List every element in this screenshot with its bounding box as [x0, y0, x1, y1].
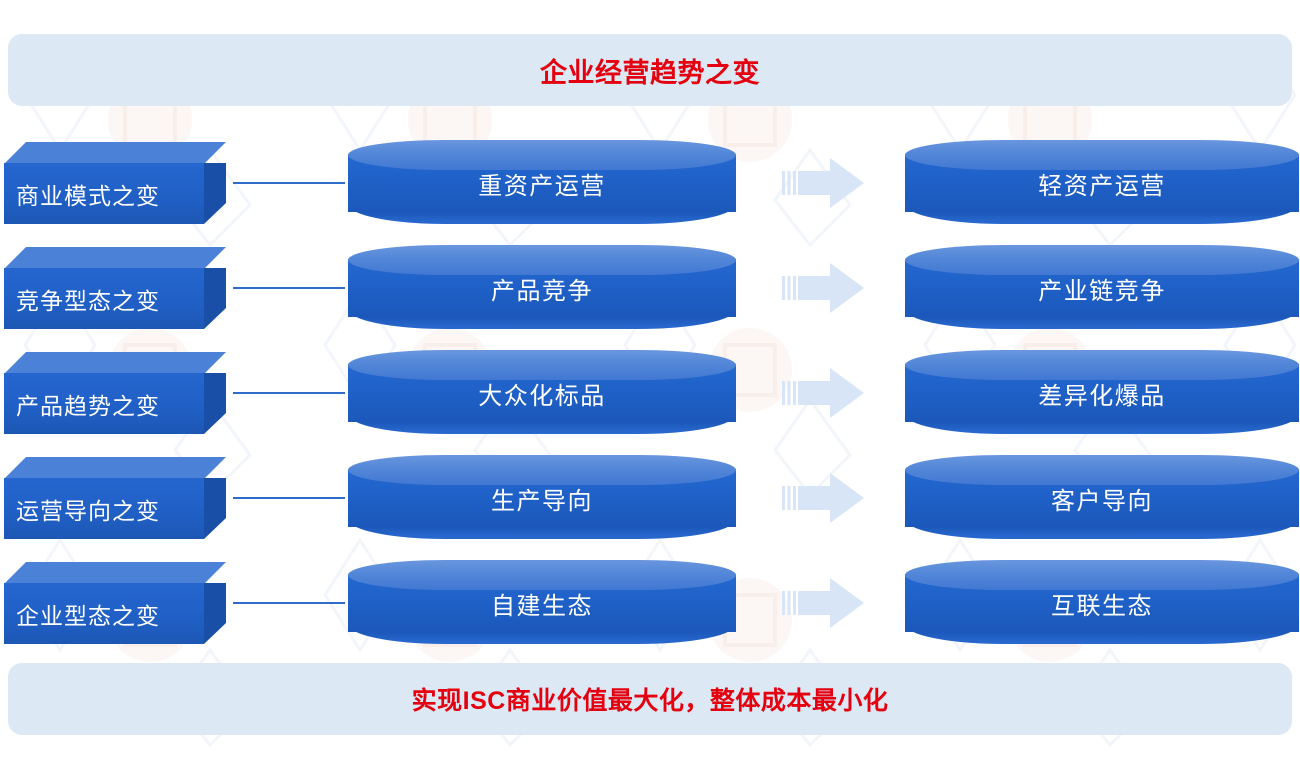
category-label: 运营导向之变	[16, 497, 160, 524]
to-state-cylinder[interactable]: 客户导向	[905, 455, 1299, 541]
diagram-row: 竞争型态之变 产品竞争 产业链竞争	[0, 235, 1300, 340]
category-label: 商业模式之变	[16, 182, 160, 209]
box-front-face: 企业型态之变	[4, 583, 204, 644]
category-label: 企业型态之变	[16, 602, 160, 629]
category-label: 竞争型态之变	[16, 287, 160, 314]
from-state-cylinder[interactable]: 生产导向	[348, 455, 736, 541]
from-state-cylinder[interactable]: 大众化标品	[348, 350, 736, 436]
to-state-label: 互联生态	[1051, 592, 1153, 620]
header-banner: 企业经营趋势之变	[8, 34, 1292, 106]
to-state-cylinder[interactable]: 轻资产运营	[905, 140, 1299, 226]
to-state-label: 差异化爆品	[1038, 382, 1166, 410]
to-state-label: 轻资产运营	[1038, 172, 1166, 200]
box-top-face	[4, 247, 226, 269]
category-box[interactable]: 竞争型态之变	[4, 247, 226, 329]
to-state-cylinder[interactable]: 差异化爆品	[905, 350, 1299, 436]
box-top-face	[4, 142, 226, 164]
box-side-face	[204, 163, 226, 224]
category-box[interactable]: 企业型态之变	[4, 562, 226, 644]
to-state-label: 产业链竞争	[1038, 277, 1166, 305]
category-label: 产品趋势之变	[16, 392, 160, 419]
box-front-face: 竞争型态之变	[4, 268, 204, 329]
diagram-row: 企业型态之变 自建生态 互联生态	[0, 550, 1300, 655]
connector-line	[233, 182, 345, 184]
right-arrow-icon	[782, 158, 864, 208]
from-state-label: 自建生态	[491, 592, 593, 620]
connector-line	[233, 602, 345, 604]
to-state-cylinder[interactable]: 互联生态	[905, 560, 1299, 646]
to-state-cylinder[interactable]: 产业链竞争	[905, 245, 1299, 331]
box-side-face	[204, 268, 226, 329]
connector-line	[233, 497, 345, 499]
page-title: 企业经营趋势之变	[540, 57, 760, 88]
footer-banner: 实现ISC商业价值最大化，整体成本最小化	[8, 663, 1292, 735]
from-state-cylinder[interactable]: 自建生态	[348, 560, 736, 646]
box-front-face: 产品趋势之变	[4, 373, 204, 434]
box-top-face	[4, 352, 226, 374]
transition-arrow	[782, 471, 866, 525]
transition-arrow	[782, 156, 866, 210]
from-state-cylinder[interactable]: 产品竞争	[348, 245, 736, 331]
footer-title: 实现ISC商业价值最大化，整体成本最小化	[411, 687, 889, 715]
diagram-row: 运营导向之变 生产导向 客户导向	[0, 445, 1300, 550]
diagram-row: 商业模式之变 重资产运营 轻资产运营	[0, 130, 1300, 235]
transition-arrow	[782, 576, 866, 630]
from-state-label: 生产导向	[491, 487, 593, 515]
from-state-label: 重资产运营	[478, 172, 606, 200]
box-front-face: 商业模式之变	[4, 163, 204, 224]
from-state-label: 产品竞争	[491, 277, 593, 305]
from-state-cylinder[interactable]: 重资产运营	[348, 140, 736, 226]
connector-line	[233, 287, 345, 289]
from-state-label: 大众化标品	[478, 382, 606, 410]
box-side-face	[204, 373, 226, 434]
box-top-face	[4, 457, 226, 479]
box-top-face	[4, 562, 226, 584]
right-arrow-icon	[782, 473, 864, 523]
box-front-face: 运营导向之变	[4, 478, 204, 539]
right-arrow-icon	[782, 578, 864, 628]
diagram-row: 产品趋势之变 大众化标品 差异化爆品	[0, 340, 1300, 445]
category-box[interactable]: 运营导向之变	[4, 457, 226, 539]
to-state-label: 客户导向	[1051, 487, 1153, 515]
category-box[interactable]: 商业模式之变	[4, 142, 226, 224]
box-side-face	[204, 478, 226, 539]
transition-arrow	[782, 261, 866, 315]
category-box[interactable]: 产品趋势之变	[4, 352, 226, 434]
right-arrow-icon	[782, 263, 864, 313]
right-arrow-icon	[782, 368, 864, 418]
transition-arrow	[782, 366, 866, 420]
box-side-face	[204, 583, 226, 644]
connector-line	[233, 392, 345, 394]
